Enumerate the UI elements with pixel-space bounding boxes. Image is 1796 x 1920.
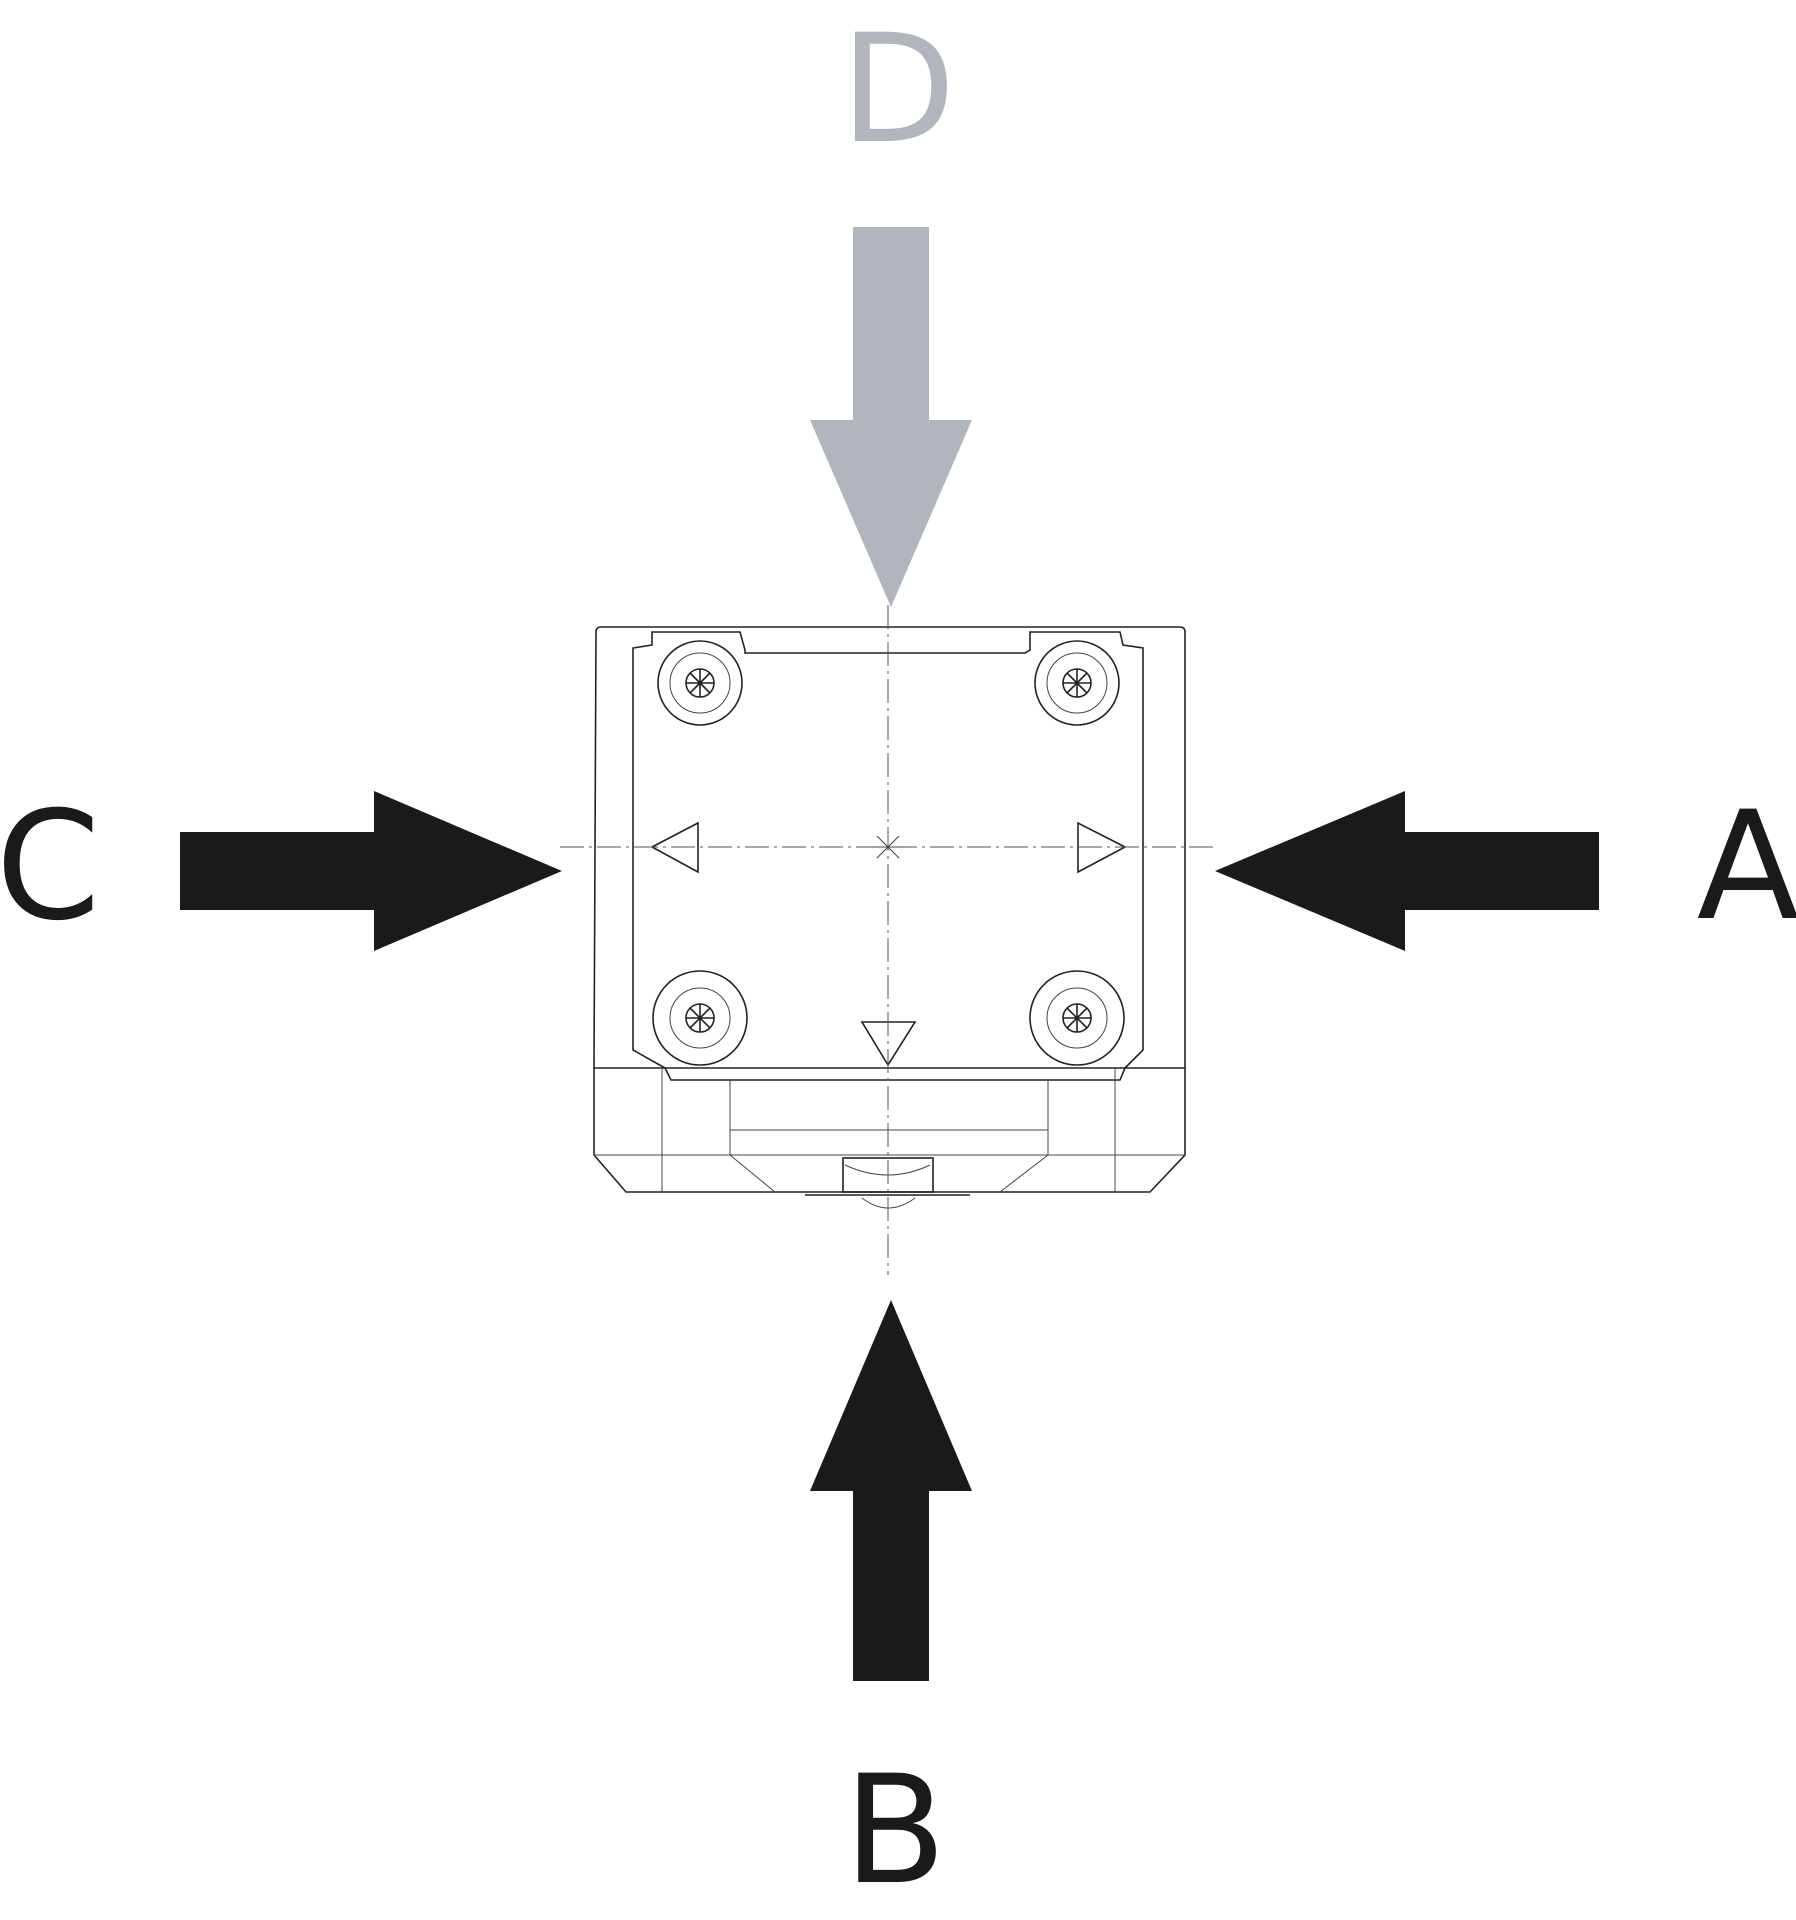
arrow-a — [1215, 791, 1599, 951]
screw-icon — [657, 640, 743, 726]
label-a: A — [1697, 780, 1796, 954]
label-b: B — [844, 1744, 947, 1918]
screw-icon — [652, 970, 748, 1066]
label-d: D — [840, 3, 956, 177]
arrow-d — [810, 227, 972, 607]
label-c: C — [0, 780, 100, 954]
screw-icon — [1029, 970, 1125, 1066]
arrow-b — [810, 1300, 972, 1681]
arrow-c — [180, 791, 562, 951]
screw-icon — [1034, 640, 1120, 726]
device-drawing — [560, 605, 1215, 1275]
